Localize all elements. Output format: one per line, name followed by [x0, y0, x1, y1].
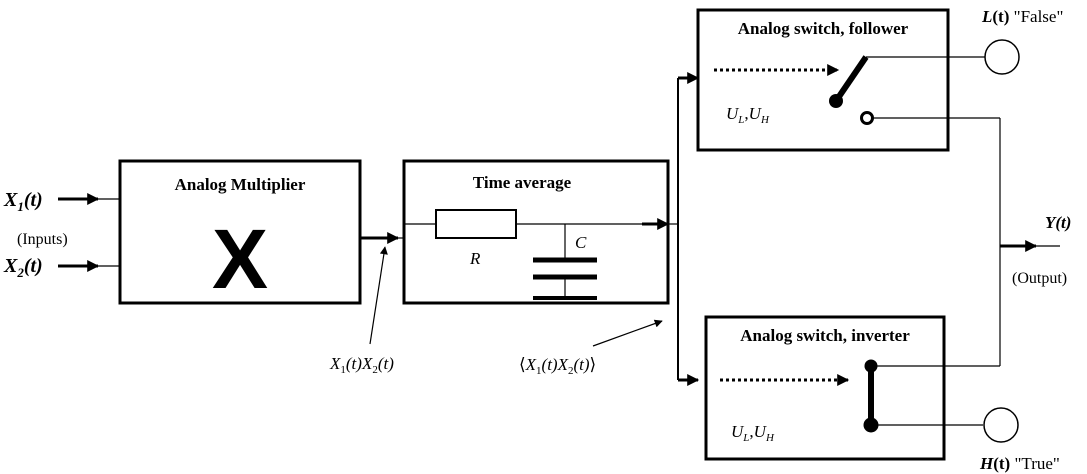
resistor	[435, 209, 517, 239]
product-pointer	[369, 246, 388, 345]
multiplier-title: Analog Multiplier	[175, 175, 306, 194]
averager-block: Time average R C	[402, 159, 670, 305]
true-terminal	[983, 407, 1019, 443]
inverter-title: Analog switch, inverter	[740, 326, 910, 345]
svg-text:X2(t): X2(t)	[3, 255, 43, 280]
multiplier-block: Analog Multiplier X	[118, 159, 362, 306]
averager-title: Time average	[473, 173, 572, 192]
input-x1: X1(t)	[3, 189, 120, 214]
product-label: X1(t)X2(t)	[329, 354, 394, 376]
average-label: ⟨X1(t)X2(t)⟩	[519, 355, 596, 377]
follower-switch-block: Analog switch, follower UL,UH	[696, 8, 950, 152]
output-label: (Output)	[1012, 270, 1067, 287]
follower-switch-blade	[833, 55, 869, 103]
follower-thresholds: UL,UH	[726, 104, 770, 126]
inputs-label: (Inputs)	[17, 231, 68, 248]
multiplier-symbol: X	[212, 212, 268, 306]
inverter-contact-true	[863, 417, 879, 433]
output-symbol: Y(t)	[1045, 213, 1071, 232]
capacitor-label: C	[575, 233, 587, 252]
true-terminal-label: H(t) "True"	[979, 454, 1060, 473]
false-terminal	[984, 39, 1020, 75]
svg-text:X1(t): X1(t)	[3, 189, 43, 214]
inverter-switch-block: Analog switch, inverter UL,UH	[704, 315, 946, 461]
average-pointer	[592, 319, 663, 347]
inverter-thresholds: UL,UH	[731, 422, 775, 444]
follower-title: Analog switch, follower	[738, 19, 909, 38]
false-terminal-label: L(t) "False"	[981, 7, 1063, 26]
inverter-contact-false	[864, 359, 878, 373]
resistor-label: R	[469, 249, 481, 268]
input-x2: X2(t)	[3, 255, 120, 280]
follower-contact-true	[860, 111, 874, 125]
